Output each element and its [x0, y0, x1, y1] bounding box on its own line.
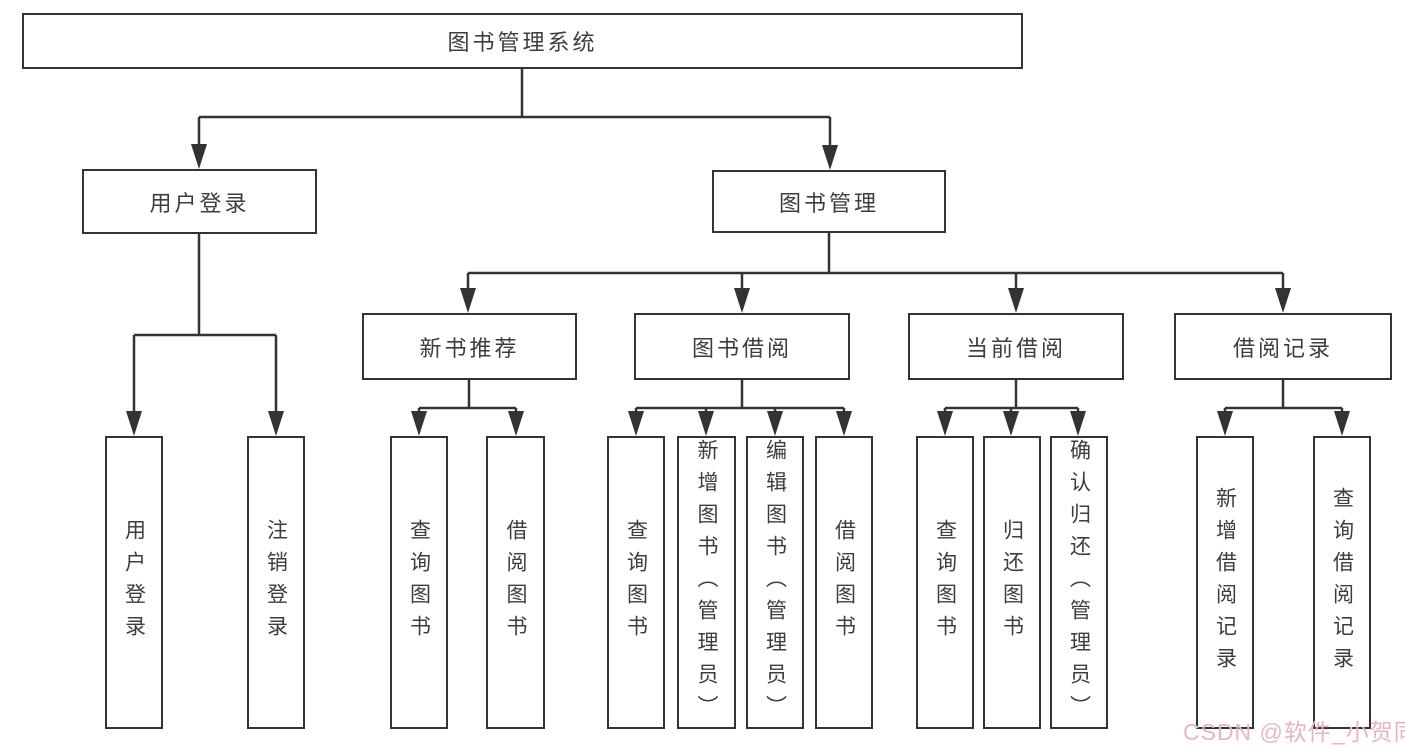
leaf-return-books: 归还图书: [983, 436, 1041, 729]
leaf-query-books-1: 查询图书: [390, 436, 448, 729]
node-root-label: 图书管理系统: [447, 30, 598, 55]
node-borrow-records: 借阅记录: [1174, 313, 1392, 380]
leaf-edit-books-admin: 编辑图书（管理员）: [746, 436, 804, 729]
leaf-query-books-2: 查询图书: [607, 436, 665, 729]
leaf-borrow-books-2: 借阅图书: [815, 436, 873, 729]
leaf-add-books-admin: 新增图书（管理员）: [677, 436, 736, 729]
leaf-add-borrow-record: 新增借阅记录: [1196, 436, 1254, 729]
leaf-user-login: 用户登录: [105, 436, 163, 729]
node-user-login: 用户登录: [82, 169, 317, 234]
leaf-query-books-3: 查询图书: [916, 436, 974, 729]
node-new-book-recommend: 新书推荐: [362, 313, 577, 380]
leaf-borrow-books-1: 借阅图书: [486, 436, 545, 729]
leaf-logout: 注销登录: [247, 436, 305, 729]
node-root-system: 图书管理系统: [22, 13, 1023, 69]
node-book-borrow: 图书借阅: [634, 313, 850, 380]
node-book-management: 图书管理: [712, 170, 946, 233]
leaf-query-borrow-record: 查询借阅记录: [1313, 436, 1371, 729]
node-user-login-label: 用户登录: [149, 190, 250, 216]
leaf-confirm-return-admin: 确认归还（管理员）: [1050, 436, 1108, 729]
node-book-management-label: 图书管理: [778, 190, 879, 216]
node-current-borrow: 当前借阅: [908, 313, 1124, 380]
csdn-watermark: CSDN @软件_小贺同学: [1183, 719, 1405, 745]
